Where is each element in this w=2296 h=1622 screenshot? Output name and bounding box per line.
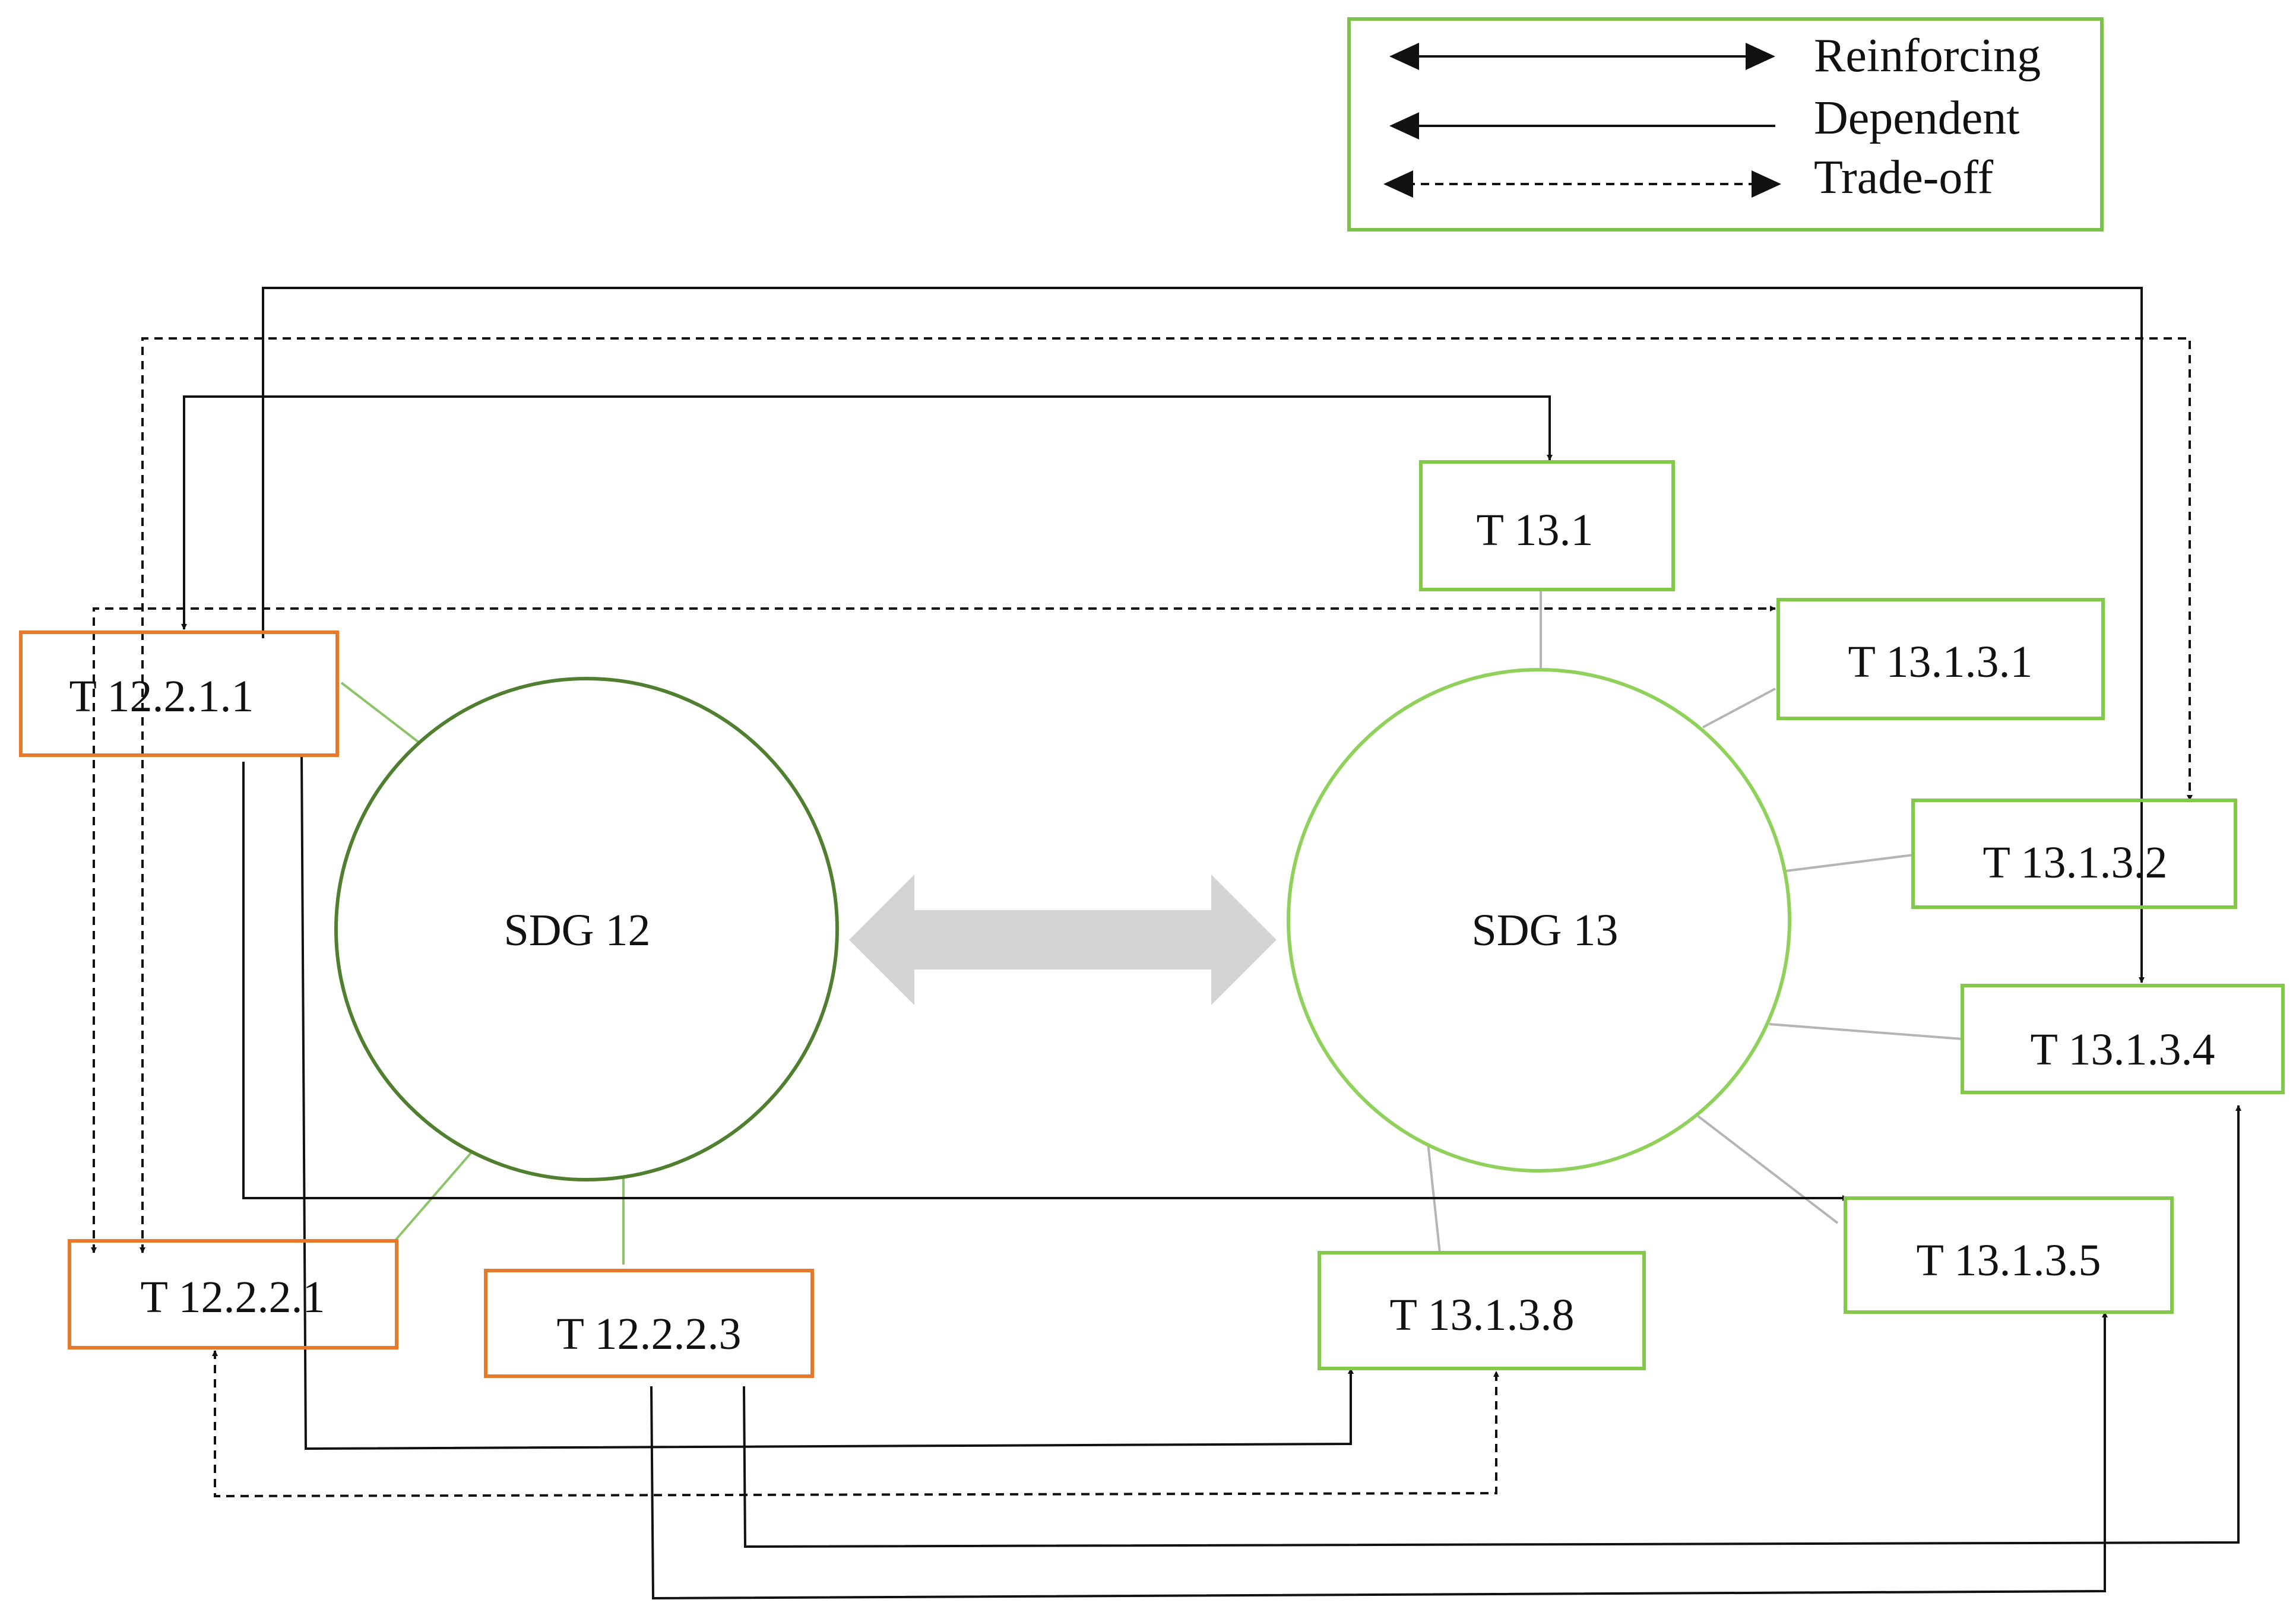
target-label: T 12.2.2.1: [140, 1272, 325, 1322]
spoke-sdg13-t13-1-3-5: [1697, 1115, 1839, 1224]
target-box[interactable]: [1911, 799, 2237, 909]
target-t12-2-2-1[interactable]: T 12.2.2.1: [68, 1239, 398, 1349]
target-label: T 13.1.3.5: [1916, 1235, 2101, 1285]
legend-tradeoff-arrowhead-right: [1752, 170, 1781, 198]
link-tradeoff-t12-2-2-1-t13-1-3-1[interactable]: [91, 606, 1776, 1253]
target-box[interactable]: [1419, 460, 1675, 591]
legend-dependent-arrowhead: [1389, 112, 1419, 140]
target-box[interactable]: [1318, 1251, 1646, 1370]
link-dependent-t12-2-2-3-t13-1-3-5: [650, 1311, 2108, 1600]
link-tradeoff-t12-2-2-1-t13-1-3-8: [212, 1350, 1499, 1498]
target-label: T 13.1.3.2: [1983, 838, 2167, 888]
spoke-sdg12-t12-2-2-1: [394, 1151, 473, 1242]
link-tradeoff-t12-2-2-1-t13-1-3-2: [140, 337, 2193, 1253]
legend-tradeoff-label: Trade-off: [1814, 151, 1994, 204]
target-t13-1-3-5[interactable]: T 13.1.3.5: [1844, 1196, 2174, 1314]
link-dependent-t12-2-1-1-t13-1-3-4: [262, 287, 2145, 983]
spoke-sdg13-t13-1-3-4: [1769, 1023, 1963, 1040]
spoke-sdg13-t13-1-3-2: [1781, 854, 1914, 873]
target-t12-2-1-1[interactable]: T 12.2.1.1: [19, 631, 339, 757]
sdg13-label: SDG 13: [1471, 905, 1618, 955]
sdg12-label: SDG 12: [503, 905, 650, 955]
legend: Reinforcing Dependent Trade-off: [1347, 17, 2104, 232]
target-box[interactable]: [1844, 1196, 2174, 1314]
legend-reinforcing-arrowhead-right: [1746, 43, 1775, 70]
target-label: T 13.1.3.8: [1389, 1290, 1574, 1340]
link-reinforcing-t12-2-1-1-t13-1: [181, 395, 1553, 630]
target-t13-1[interactable]: T 13.1: [1419, 460, 1675, 591]
target-t13-1-3-8[interactable]: T 13.1.3.8: [1318, 1251, 1646, 1370]
target-box[interactable]: [1776, 598, 2105, 720]
target-label: T 13.1: [1476, 505, 1593, 555]
target-t13-1-3-2[interactable]: T 13.1.3.2: [1911, 799, 2237, 909]
target-box[interactable]: [19, 631, 339, 757]
legend-reinforcing-label: Reinforcing: [1814, 30, 2041, 82]
legend-reinforcing-arrowhead-left: [1389, 43, 1419, 70]
link-dependent-t12-2-2-3-t13-1-3-4: [743, 1105, 2241, 1548]
target-t13-1-3-1[interactable]: T 13.1.3.1: [1776, 598, 2105, 720]
target-box[interactable]: [1961, 984, 2285, 1094]
connectors: [91, 287, 2241, 1600]
target-label: T 13.1.3.4: [2030, 1025, 2215, 1075]
target-label: T 12.2.2.3: [556, 1309, 741, 1359]
sdg-interaction-double-arrow: [849, 875, 1277, 1005]
target-box[interactable]: [68, 1239, 398, 1349]
spoke-sdg13-t13-1-3-1: [1702, 688, 1776, 728]
target-label: T 13.1.3.1: [1848, 637, 2032, 687]
target-t13-1-3-4[interactable]: T 13.1.3.4: [1961, 984, 2285, 1094]
target-t12-2-2-3[interactable]: T 12.2.2.3: [484, 1269, 814, 1378]
target-box[interactable]: [484, 1269, 814, 1378]
legend-dependent-label: Dependent: [1814, 92, 2020, 144]
spoke-sdg12-t12-2-1-1: [340, 682, 420, 743]
target-label: T 12.2.1.1: [69, 671, 254, 721]
legend-box: [1347, 17, 2104, 232]
legend-tradeoff-arrowhead-left: [1383, 170, 1413, 198]
